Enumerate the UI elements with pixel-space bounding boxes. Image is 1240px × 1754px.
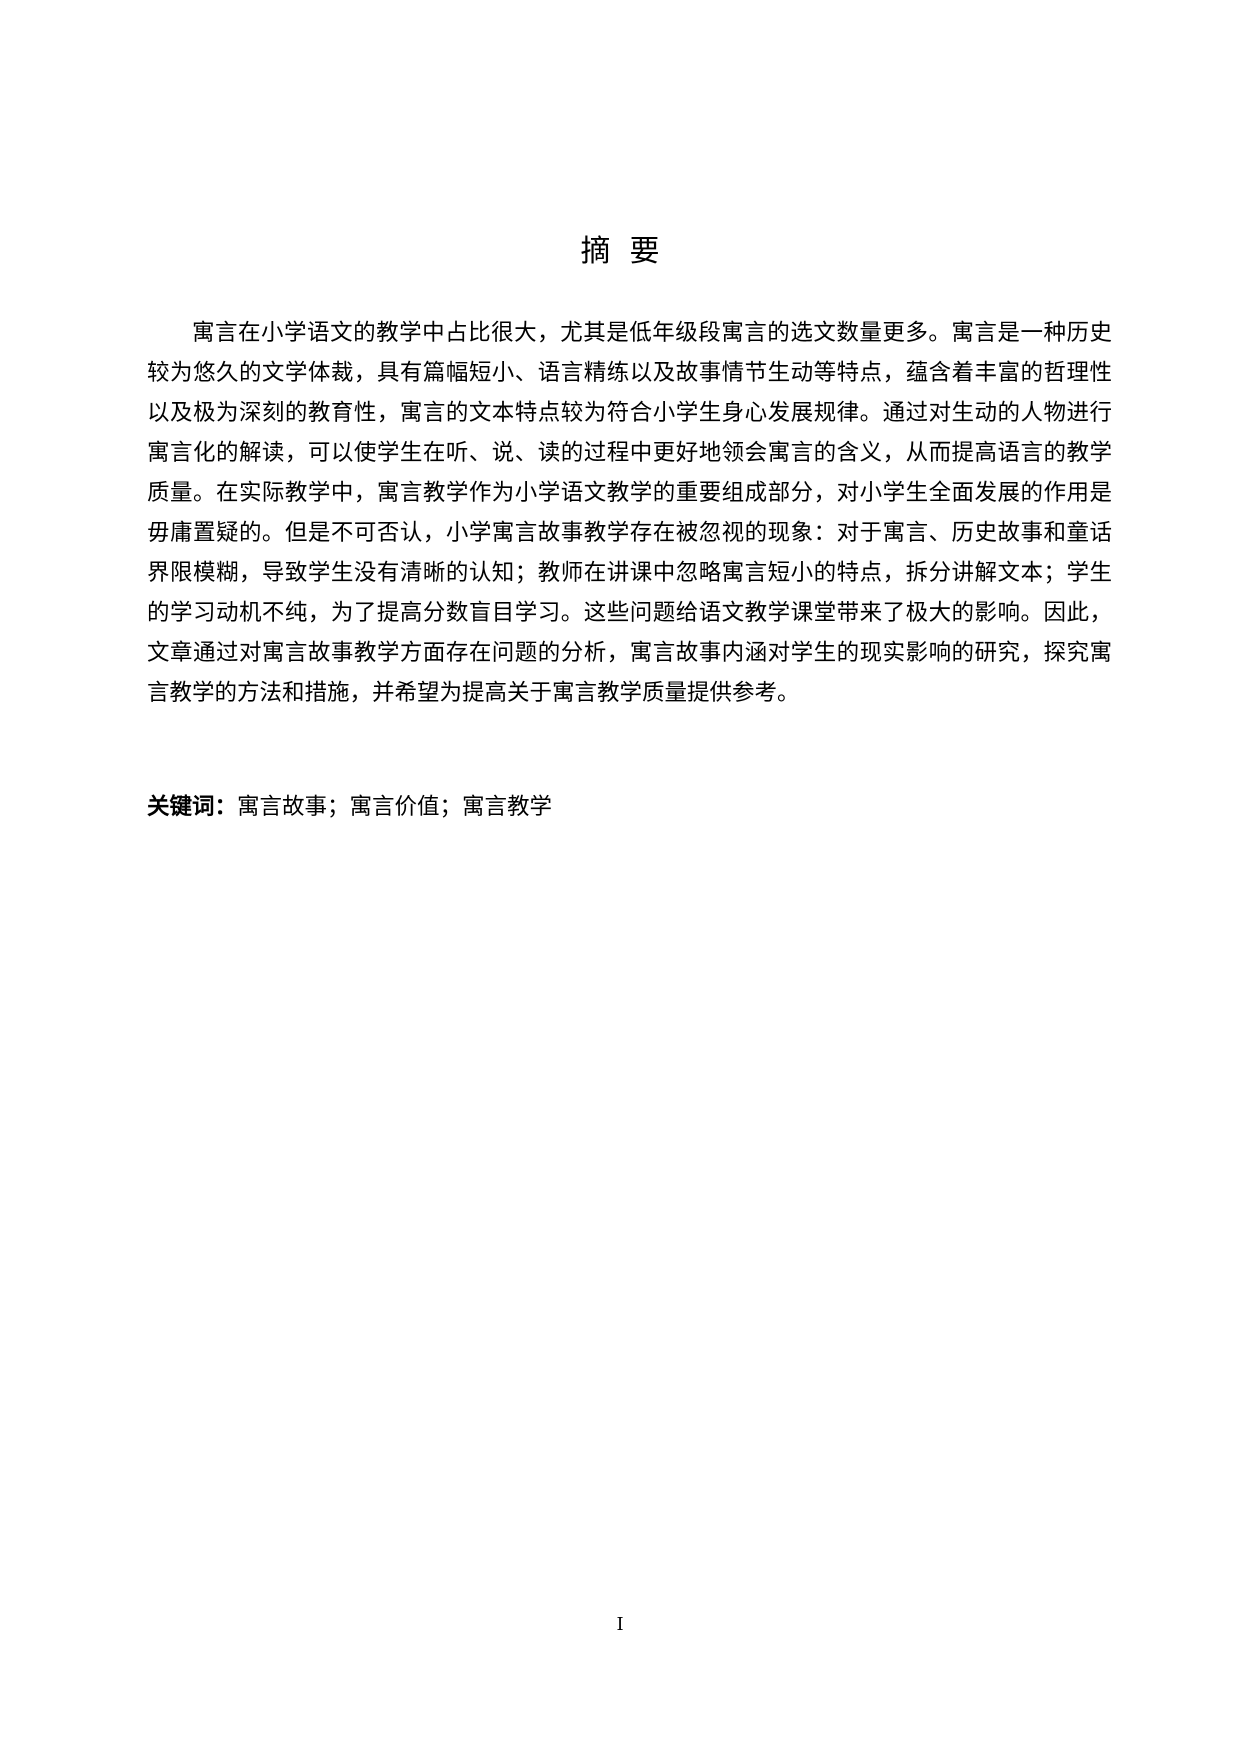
abstract-paragraph: 寓言在小学语文的教学中占比很大，尤其是低年级段寓言的选文数量更多。寓言是一种历史… [147,320,1112,706]
keywords-text: 寓言故事；寓言价值；寓言教学 [237,794,553,820]
page-number: I [616,1614,624,1635]
keywords-line: 关键词：寓言故事；寓言价值；寓言教学 [147,787,1112,827]
keywords-label: 关键词： [147,794,238,820]
abstract-title: 摘 要 [580,234,660,269]
